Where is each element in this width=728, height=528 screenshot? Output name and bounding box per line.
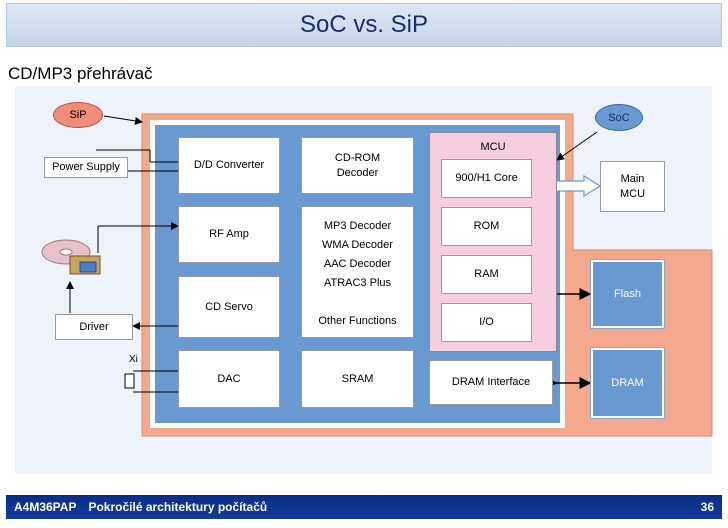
xi-label: Xi <box>129 354 138 365</box>
course-name: Pokročilé architektury počítačů <box>88 500 268 514</box>
rf-amp-label: RF Amp <box>209 228 249 241</box>
course-code: A4M36PAP <box>14 500 77 514</box>
page-number: 36 <box>700 500 714 514</box>
driver-box: Driver <box>55 314 133 340</box>
flash-block: Flash <box>590 259 665 329</box>
dram-interface-block: DRAM Interface <box>429 360 553 405</box>
footer-bar: A4M36PAP Pokročilé architektury počítačů… <box>6 495 722 519</box>
rf-amp-block: RF Amp <box>178 206 280 263</box>
sram-block: SRAM <box>301 350 414 408</box>
dram-interface-label: DRAM Interface <box>451 376 531 389</box>
power-supply-box: Power Supply <box>44 157 128 178</box>
core-label: 900/H1 Core <box>455 172 518 185</box>
cd-servo-label: CD Servo <box>205 300 253 313</box>
wma-decoder-label: WMA Decoder <box>322 239 393 251</box>
sip-label: SiP <box>53 102 103 128</box>
slide-title: SoC vs. SiP <box>299 11 429 38</box>
soc-label: SoC <box>595 104 643 131</box>
power-supply-label: Power Supply <box>52 161 120 174</box>
mp3-decoder-label: MP3 Decoder <box>323 220 392 232</box>
ram-label: RAM <box>474 268 499 281</box>
title-bar: SoC vs. SiP <box>6 3 722 47</box>
sram-label: SRAM <box>341 372 374 385</box>
mcu-title: MCU <box>480 141 506 153</box>
main-mcu-label-2: MCU <box>619 187 646 200</box>
driver-label: Driver <box>79 320 109 333</box>
dac-block: DAC <box>178 350 280 408</box>
sip-pointer-line <box>103 115 143 125</box>
dac-label: DAC <box>217 372 241 385</box>
io-block: I/O <box>441 303 532 342</box>
dram-block: DRAM <box>590 347 665 419</box>
optical-pickup-icon <box>41 239 101 275</box>
rom-block: ROM <box>441 207 532 246</box>
cdrom-decoder-block: CD-ROM Decoder <box>301 137 414 194</box>
core-block: 900/H1 Core <box>441 159 532 198</box>
atrac3-plus-label: ATRAC3 Plus <box>323 277 392 289</box>
crystal <box>124 373 135 389</box>
soc-pointer-line <box>556 131 598 161</box>
ram-block: RAM <box>441 255 532 294</box>
cd-servo-block: CD Servo <box>178 276 280 338</box>
cdrom-decoder-label-2: Decoder <box>336 166 379 179</box>
audio-decoders-block: MP3 Decoder WMA Decoder AAC Decoder ATRA… <box>301 206 414 338</box>
cdrom-decoder-label-1: CD-ROM <box>334 151 381 164</box>
dd-converter-label: D/D Converter <box>193 159 265 172</box>
main-mcu-label-1: Main <box>620 172 645 185</box>
other-functions-label: Other Functions <box>318 315 397 327</box>
dd-converter-block: D/D Converter <box>178 137 280 194</box>
flash-label: Flash <box>614 288 641 300</box>
aac-decoder-label: AAC Decoder <box>323 258 392 270</box>
rom-label: ROM <box>473 220 500 233</box>
dram-label: DRAM <box>611 377 644 389</box>
main-mcu-box: Main MCU <box>600 161 665 212</box>
slide-subtitle: CD/MP3 přehrávač <box>8 64 153 83</box>
io-label: I/O <box>479 316 494 329</box>
